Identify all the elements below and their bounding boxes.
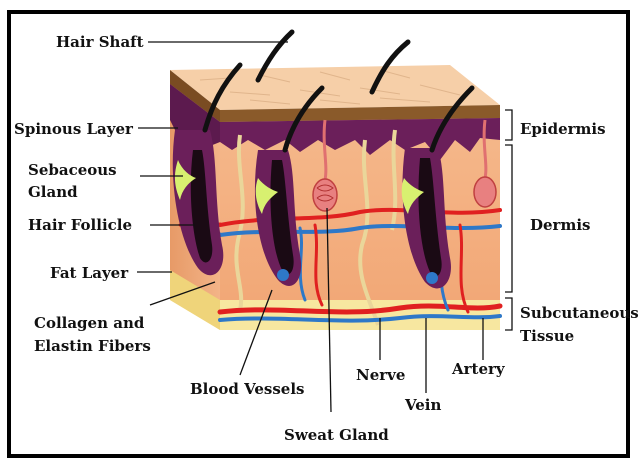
label-dermis: Dermis	[530, 216, 590, 234]
label-subcutaneous-line1: Subcutaneous	[520, 304, 639, 322]
label-collagen-line1: Collagen and	[34, 314, 145, 332]
label-artery: Artery	[451, 360, 506, 378]
skin-surface	[170, 65, 500, 110]
label-sebaceous-line1: Sebaceous	[28, 161, 117, 179]
label-subcutaneous-line2: Tissue	[520, 327, 574, 345]
label-hair-shaft: Hair Shaft	[56, 33, 144, 51]
label-sweat-gland: Sweat Gland	[284, 426, 389, 444]
label-spinous-layer: Spinous Layer	[14, 120, 134, 138]
label-blood-vessels: Blood Vessels	[190, 380, 304, 398]
label-nerve: Nerve	[356, 366, 405, 384]
label-vein: Vein	[404, 396, 442, 414]
label-fat-layer: Fat Layer	[50, 264, 129, 282]
label-sebaceous-line2: Gland	[28, 183, 78, 201]
label-collagen-line2: Elastin Fibers	[34, 337, 151, 355]
label-hair-follicle: Hair Follicle	[28, 216, 132, 234]
label-epidermis: Epidermis	[520, 120, 606, 138]
